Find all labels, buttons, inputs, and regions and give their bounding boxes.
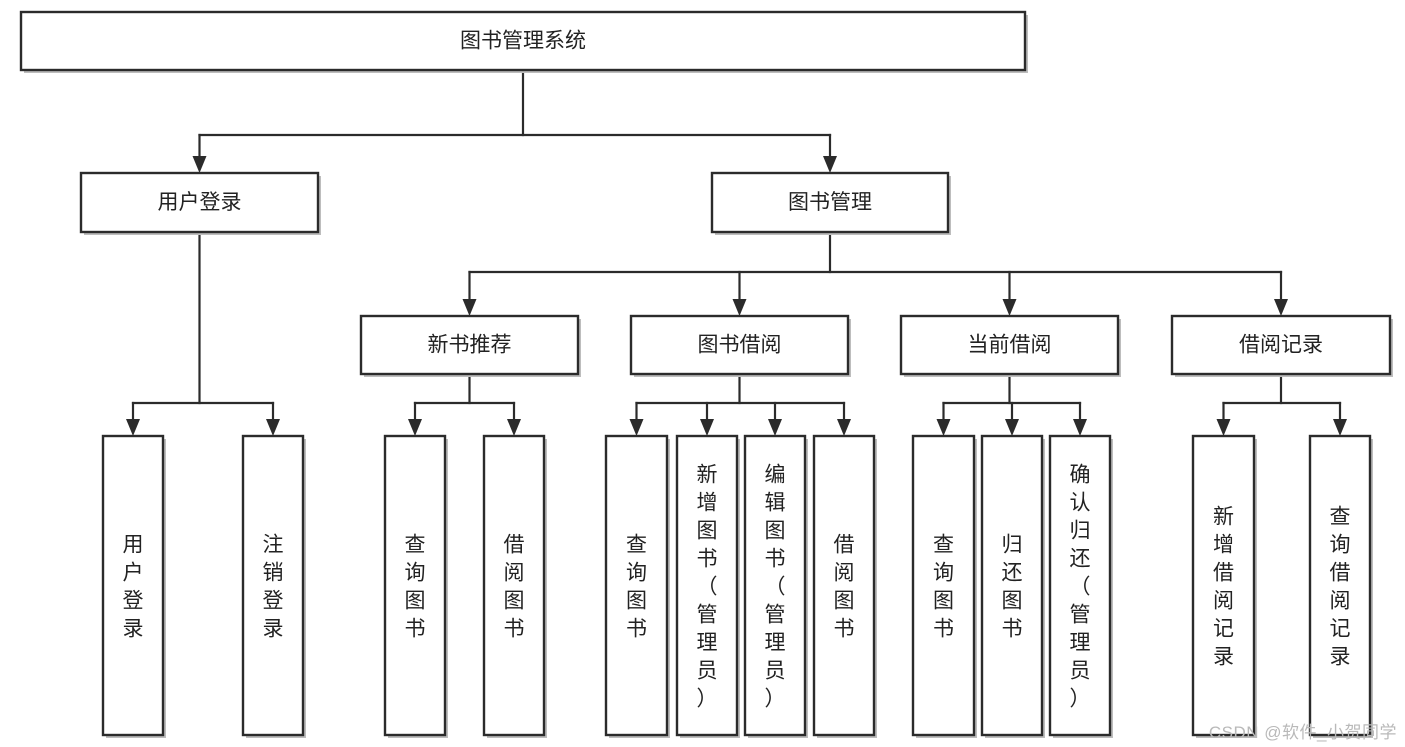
- arrowhead-icon: [1333, 419, 1347, 436]
- node-leaf-add-borrow-record[interactable]: 新增借阅记录: [1191, 434, 1257, 738]
- arrowhead-icon: [1274, 299, 1288, 316]
- node-label: 新增借阅记录: [1213, 505, 1234, 668]
- node-label: 借阅图书: [504, 533, 525, 640]
- node-root[interactable]: 图书管理系统: [19, 10, 1028, 73]
- node-label: 注销登录: [263, 533, 284, 640]
- node-leaf-user-login[interactable]: 用户登录: [101, 434, 166, 738]
- node-current-borrow[interactable]: 当前借阅: [899, 314, 1121, 377]
- arrowhead-icon: [732, 299, 747, 316]
- node-leaf-borrow-book-1[interactable]: 借阅图书: [482, 434, 547, 738]
- node-leaf-borrow-book-2[interactable]: 借阅图书: [812, 434, 877, 738]
- node-label: 图书管理系统: [460, 30, 586, 53]
- arrowhead-icon: [1002, 299, 1017, 316]
- node-leaf-add-book-admin[interactable]: 新增图书（管理员）: [675, 434, 740, 738]
- connector-layer: [126, 68, 1347, 436]
- node-leaf-query-book-3[interactable]: 查询图书: [911, 434, 977, 738]
- node-user-login[interactable]: 用户登录: [79, 171, 321, 235]
- arrowhead-icon: [700, 419, 714, 436]
- arrowhead-icon: [462, 299, 477, 316]
- node-book-manage[interactable]: 图书管理: [710, 171, 951, 235]
- node-label: 图书借阅: [698, 334, 782, 357]
- arrowhead-icon: [192, 156, 207, 173]
- node-label: 编辑图书（管理员）: [765, 463, 786, 710]
- node-label: 查询图书: [405, 533, 426, 640]
- node-leaf-query-borrow-record[interactable]: 查询借阅记录: [1308, 434, 1373, 738]
- arrowhead-icon: [823, 156, 837, 173]
- arrowhead-icon: [1073, 419, 1087, 436]
- arrowhead-icon: [1216, 419, 1231, 436]
- arrowhead-icon: [408, 419, 422, 436]
- node-label: 查询图书: [626, 533, 647, 640]
- arrowhead-icon: [126, 419, 140, 436]
- arrowhead-icon: [837, 419, 851, 436]
- node-label: 借阅记录: [1239, 334, 1323, 357]
- node-label: 查询图书: [933, 533, 954, 640]
- node-label: 用户登录: [123, 533, 144, 640]
- csdn-watermark: CSDN @软件_小贺同学: [1208, 723, 1397, 742]
- node-book-borrow[interactable]: 图书借阅: [629, 314, 851, 377]
- node-label: 借阅图书: [834, 533, 855, 640]
- node-label: 用户登录: [158, 191, 242, 214]
- node-leaf-query-book-2[interactable]: 查询图书: [604, 434, 670, 738]
- node-label: 当前借阅: [968, 334, 1052, 357]
- node-label: 归还图书: [1002, 533, 1023, 640]
- node-leaf-edit-book-admin[interactable]: 编辑图书（管理员）: [743, 434, 808, 738]
- arrowhead-icon: [768, 419, 782, 436]
- node-leaf-query-book-1[interactable]: 查询图书: [383, 434, 448, 738]
- node-label: 查询借阅记录: [1330, 505, 1351, 668]
- arrowhead-icon: [266, 419, 280, 436]
- arrowhead-icon: [507, 419, 521, 436]
- node-label: 确认归还（管理员）: [1070, 463, 1091, 710]
- arrowhead-icon: [1005, 419, 1019, 436]
- node-label: 图书管理: [788, 191, 872, 214]
- node-new-book-rec[interactable]: 新书推荐: [359, 314, 581, 377]
- arrowhead-icon: [936, 419, 951, 436]
- node-leaf-confirm-return-admin[interactable]: 确认归还（管理员）: [1048, 434, 1113, 738]
- arrowhead-icon: [629, 419, 644, 436]
- node-borrow-record[interactable]: 借阅记录: [1170, 314, 1393, 377]
- node-leaf-logout-login[interactable]: 注销登录: [241, 434, 306, 738]
- node-leaf-return-book[interactable]: 归还图书: [980, 434, 1045, 738]
- node-label: 新书推荐: [428, 334, 512, 357]
- node-label: 新增图书（管理员）: [697, 463, 718, 710]
- node-layer: 图书管理系统用户登录图书管理新书推荐图书借阅当前借阅借阅记录用户登录注销登录查询…: [19, 10, 1393, 738]
